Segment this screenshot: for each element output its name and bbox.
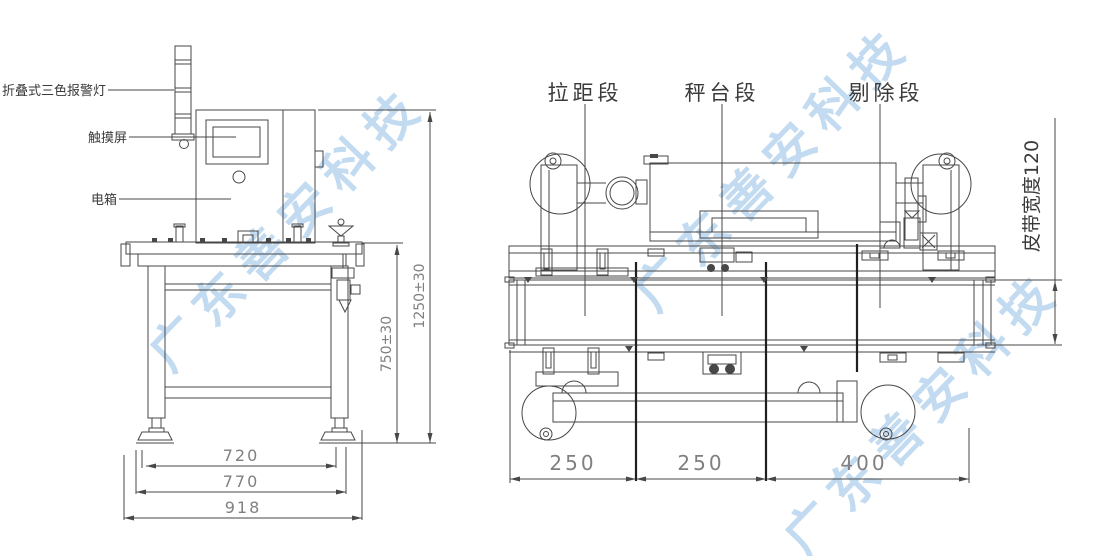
central-housing [649, 162, 897, 242]
cabinet-knob [232, 170, 246, 184]
adjustable-foot-left [136, 417, 174, 444]
left-view-dimension-lines [123, 109, 436, 520]
right-view-dimension-lines [509, 118, 1062, 483]
arrowheads-and-filled-details [124, 112, 1058, 521]
alarm-light-tower [171, 45, 195, 149]
dim-table-height: 750±30 [379, 316, 395, 372]
drawing-linework [108, 45, 1062, 520]
dim-section-weighing: 250 [677, 451, 724, 475]
corner-wheel-bottom-left [521, 385, 577, 441]
section-boundary-lines [634, 244, 859, 481]
dim-section-rejection: 400 [840, 451, 887, 475]
section-label-weighing: 秤台段 [685, 81, 760, 105]
touch-screen [205, 119, 269, 165]
electric-box-label: 电箱 [91, 192, 117, 208]
corner-wheel-top-left [529, 153, 591, 215]
dim-mid-width: 770 [223, 472, 260, 491]
drive-motor [605, 176, 639, 210]
adjustable-foot-right [319, 417, 357, 444]
section-label-rejection: 剔除段 [849, 81, 924, 105]
left-view-front-elevation [108, 45, 436, 520]
alarm-light-label: 折叠式三色报警灯 [2, 83, 106, 99]
lower-assembly [509, 347, 995, 441]
dim-section-spacing: 250 [549, 451, 596, 475]
watermark-text: 广东善安科技 [623, 14, 923, 322]
control-cabinet [195, 109, 324, 244]
table-valve [327, 218, 355, 247]
corner-wheel-bottom-right [860, 384, 916, 440]
section-leader-lines [584, 104, 881, 316]
mounting-plate [508, 245, 996, 279]
dim-total-height: 1250±30 [412, 263, 428, 328]
watermark-text: 广东善安科技 [773, 259, 1073, 556]
belt-width-label: 皮带宽度120 [1021, 140, 1043, 252]
section-label-spacing: 拉距段 [548, 81, 623, 105]
air-filter-regulator [331, 254, 361, 314]
conveyor-belt [504, 276, 996, 349]
conveyor-table [120, 218, 365, 267]
component-labels: 折叠式三色报警灯 触摸屏 电箱 拉距段 秤台段 剔除段 皮带宽度120 [2, 81, 1043, 252]
right-view-plan [504, 104, 1062, 483]
cabinet-handle [314, 150, 324, 168]
touch-screen-label: 触摸屏 [88, 131, 127, 146]
pneumatic-valve [879, 210, 938, 251]
dim-inner-width: 720 [223, 446, 260, 465]
corner-wheel-top-right [910, 153, 972, 215]
dimension-texts: 720 770 918 750±30 1250±30 250 250 400 [223, 263, 887, 517]
dim-total-width: 918 [225, 498, 262, 517]
